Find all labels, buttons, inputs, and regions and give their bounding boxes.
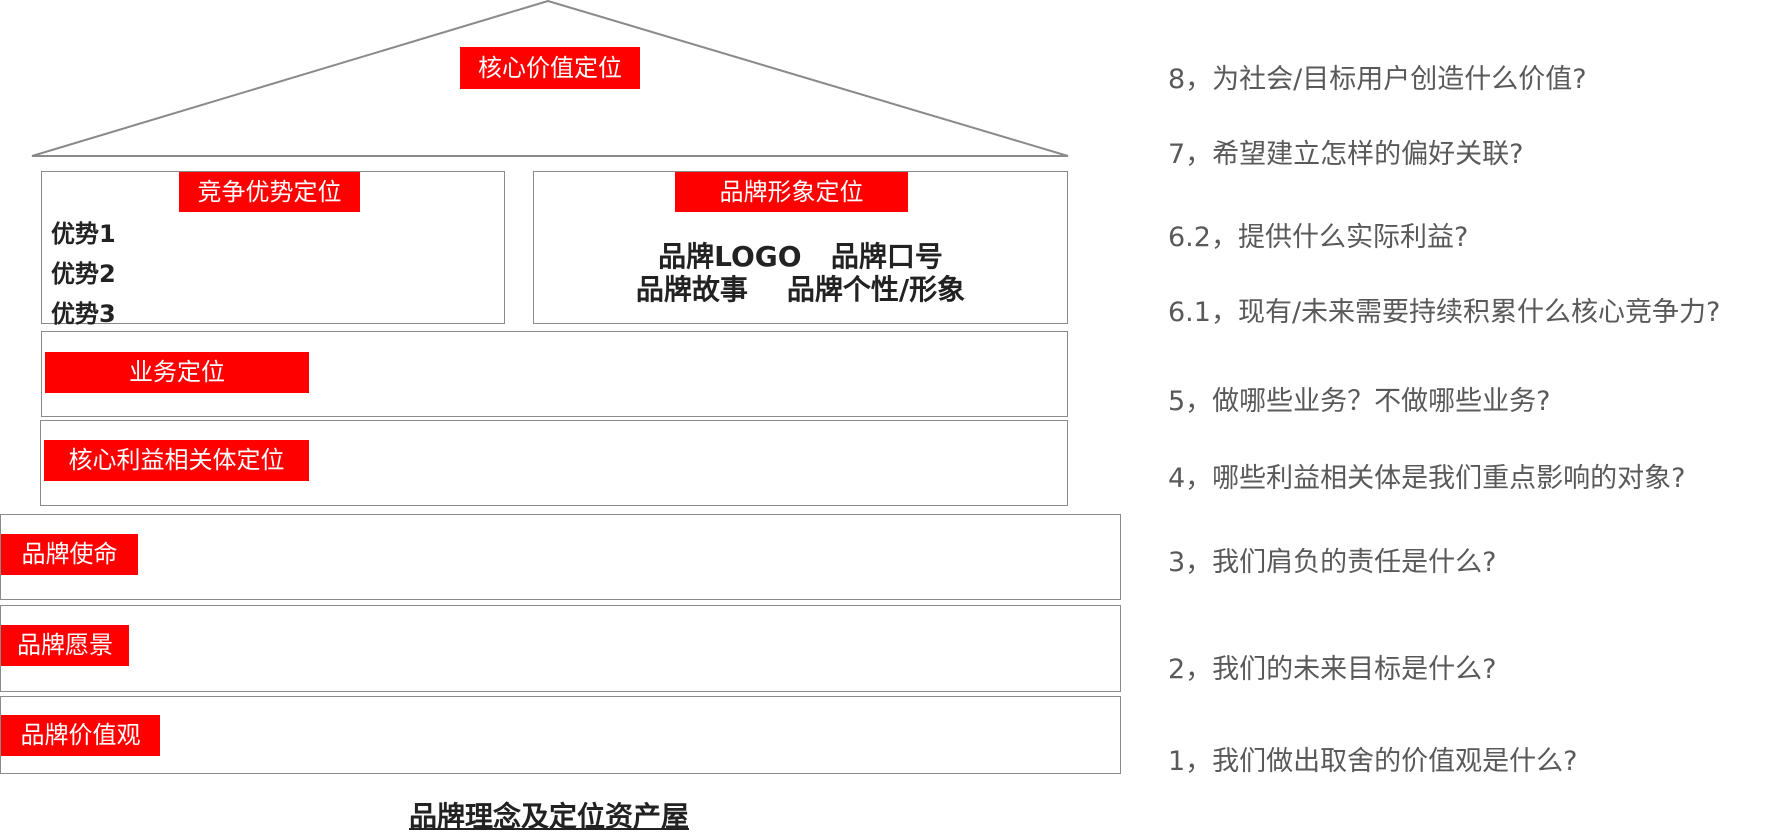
question-5: 5，做哪些业务？不做哪些业务? (1168, 386, 1551, 417)
brand-values-box (0, 696, 1121, 774)
brand-mission-tag: 品牌使命 (1, 534, 138, 575)
question-6-1: 6.1，现有/未来需要持续积累什么核心竞争力? (1168, 297, 1721, 328)
brand-image-line-2: 品牌故事 品牌个性/形象 (635, 273, 966, 306)
stakeholder-positioning-tag: 核心利益相关体定位 (44, 440, 309, 481)
question-3: 3，我们肩负的责任是什么? (1168, 547, 1497, 578)
question-4: 4，哪些利益相关体是我们重点影响的对象? (1168, 463, 1686, 494)
competitive-advantage-tag: 竞争优势定位 (179, 172, 360, 212)
advantage-item-3: 优势3 (51, 300, 116, 328)
brand-image-tag: 品牌形象定位 (675, 172, 908, 212)
diagram-caption: 品牌理念及定位资产屋 (409, 800, 690, 833)
question-1: 1，我们做出取舍的价值观是什么? (1168, 746, 1578, 777)
advantage-item-2: 优势2 (51, 260, 116, 288)
brand-vision-box (0, 605, 1121, 692)
brand-values-tag: 品牌价值观 (1, 715, 160, 756)
business-positioning-tag: 业务定位 (45, 352, 309, 393)
core-value-positioning-tag: 核心价值定位 (460, 47, 640, 89)
question-2: 2，我们的未来目标是什么? (1168, 654, 1497, 685)
question-8: 8，为社会/目标用户创造什么价值? (1168, 64, 1587, 95)
brand-image-line-1: 品牌LOGO 品牌口号 (658, 240, 943, 273)
brand-vision-tag: 品牌愿景 (1, 625, 129, 666)
question-6-2: 6.2，提供什么实际利益? (1168, 222, 1469, 253)
brand-mission-box (0, 514, 1121, 600)
question-7: 7，希望建立怎样的偏好关联? (1168, 139, 1524, 170)
advantage-item-1: 优势1 (51, 220, 116, 248)
